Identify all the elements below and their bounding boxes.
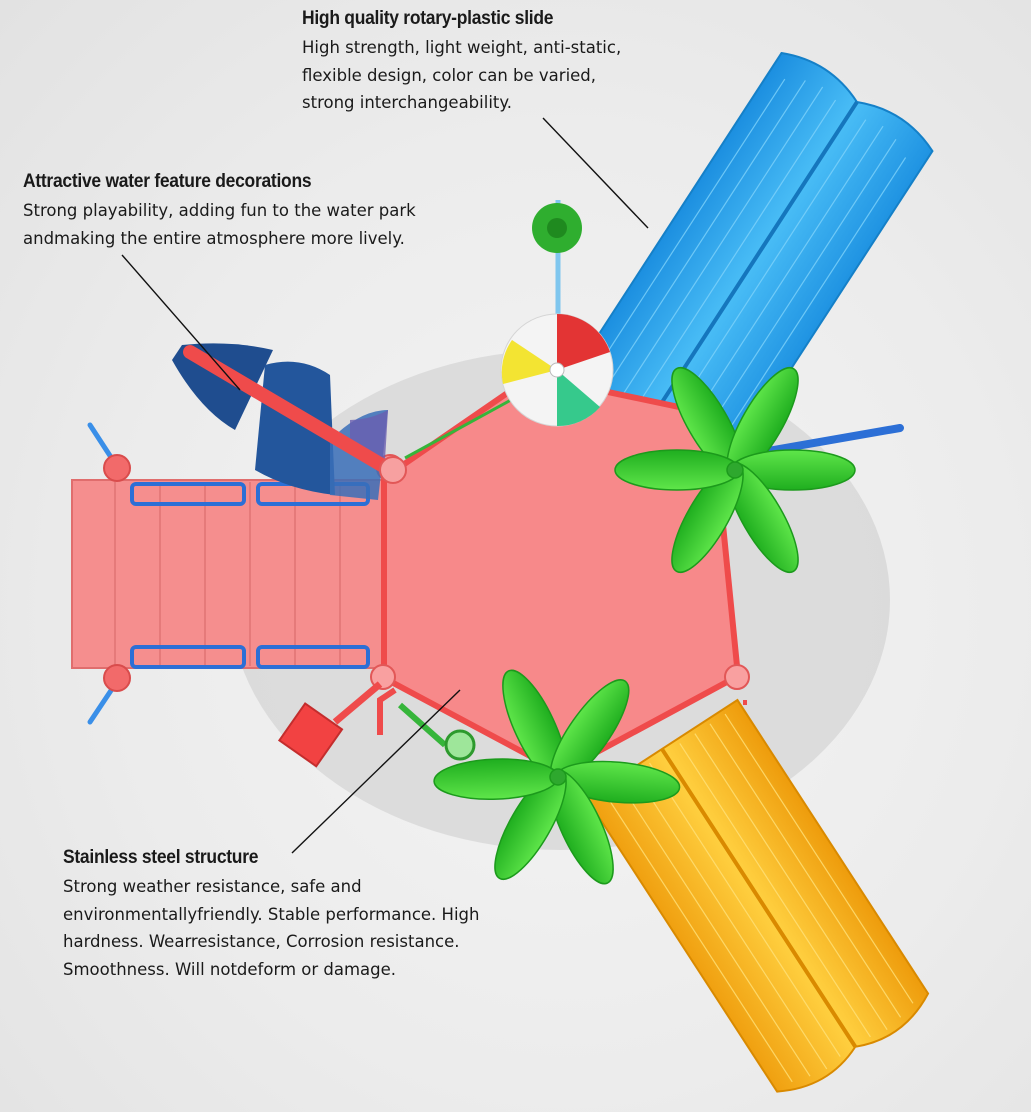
steel-leader-line [291, 689, 461, 854]
walkway [71, 422, 388, 725]
palm-leaves-lower [433, 669, 681, 885]
yellow-slide [585, 698, 930, 1093]
callout-slide-line: flexible design, color can be varied, [302, 65, 597, 85]
callout-steel-line: Strong weather resistance, safe and [63, 877, 362, 896]
callout-steel-structure: Stainless steel structure Strong weather… [63, 847, 479, 983]
callout-water-line: Strong playability, adding fun to the wa… [23, 201, 416, 220]
callout-steel-title: Stainless steel structure [63, 847, 259, 868]
callout-slide: High quality rotary-plastic slide High s… [302, 8, 621, 117]
water-leader-line [121, 254, 241, 391]
water-cannon [277, 681, 383, 768]
callout-steel-line: environmentallyfriendly. Stable performa… [63, 904, 480, 924]
callout-slide-title: High quality rotary-plastic slide [302, 8, 554, 29]
callout-water-features: Attractive water feature decorations Str… [23, 171, 416, 252]
sail-decoration [172, 343, 407, 500]
leader-lines [121, 117, 649, 854]
palm-leaves-right [614, 367, 856, 573]
callout-slide-line: High strength, light weight, anti-static… [302, 38, 622, 57]
callout-water-title: Attractive water feature decorations [23, 171, 312, 192]
slide-leader-line [542, 117, 649, 229]
callout-slide-line: strong interchangeability. [302, 93, 513, 112]
callout-water-line: andmaking the entire atmosphere more liv… [23, 228, 405, 248]
callout-steel-line: hardness. Wearresistance, Corrosion resi… [63, 932, 460, 951]
callout-steel-line: Smoothness. Will notdeform or damage. [63, 959, 397, 979]
beach-ball [500, 200, 614, 427]
